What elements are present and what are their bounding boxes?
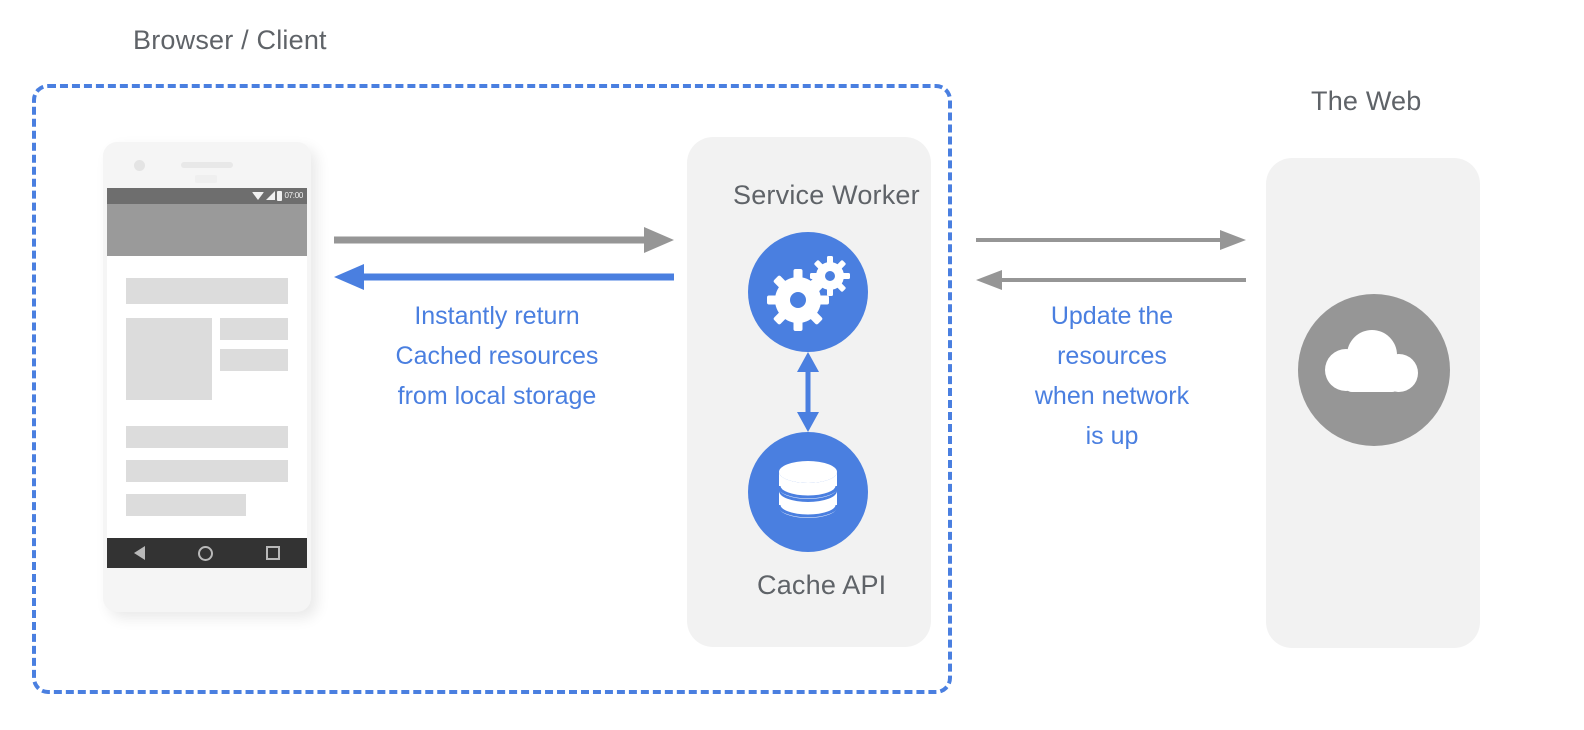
status-bar-time: 07:00 [284, 191, 303, 200]
placeholder-line-1 [126, 426, 288, 448]
client-boundary [32, 84, 952, 694]
signal-icon [266, 191, 276, 200]
cached-annotation-line-1: Instantly return [414, 302, 580, 330]
network-annotation-line-2: resources [1057, 342, 1167, 370]
placeholder-headline [126, 278, 288, 304]
phone-screen: 07:00 [107, 188, 307, 568]
phone-nav-bar [107, 538, 307, 568]
browser-client-label: Browser / Client [133, 25, 327, 55]
service-worker-to-web-arrow [976, 230, 1246, 250]
network-annotation-line-3: when network [1034, 382, 1190, 410]
battery-icon [277, 190, 283, 201]
placeholder-side-a [220, 318, 288, 340]
phone-status-bar: 07:00 [107, 188, 307, 204]
service-worker-to-phone-arrow [334, 264, 674, 290]
gears-icon [767, 256, 850, 331]
service-worker-icon-circle [748, 232, 868, 352]
network-annotation-line-1: Update the [1050, 302, 1174, 330]
placeholder-line-3 [126, 494, 246, 516]
network-annotation: Update the resources when network is up [1000, 296, 1224, 456]
cache-api-label: Cache API [757, 570, 887, 600]
cached-annotation-line-3: from local storage [397, 382, 597, 410]
phone-sensor [195, 175, 217, 183]
phone-speaker-grill [181, 162, 233, 168]
wifi-icon [252, 191, 265, 200]
phone-mockup: 07:00 [103, 142, 311, 612]
web-to-service-worker-arrow [976, 270, 1246, 290]
cache-api-icon-circle [748, 432, 868, 552]
database-icon [777, 461, 839, 518]
service-worker-label: Service Worker [733, 180, 920, 210]
the-web-label: The Web [1311, 86, 1422, 116]
cached-annotation: Instantly return Cached resources from l… [378, 296, 616, 416]
network-annotation-line-4: is up [1085, 422, 1139, 450]
home-icon[interactable] [197, 545, 213, 561]
phone-to-service-worker-arrow [334, 227, 674, 253]
phone-content-placeholders [107, 256, 307, 516]
back-icon[interactable] [133, 546, 145, 560]
cached-annotation-line-2: Cached resources [395, 342, 599, 370]
placeholder-line-2 [126, 460, 288, 482]
recents-icon[interactable] [266, 546, 281, 560]
phone-app-bar [107, 204, 307, 256]
phone-camera-icon [134, 160, 145, 171]
web-cloud-icon-circle [1298, 294, 1450, 446]
cloud-icon [1325, 330, 1418, 392]
placeholder-side-b [220, 349, 288, 371]
placeholder-image [126, 318, 212, 400]
sw-cache-bidirectional-arrow [797, 352, 819, 432]
